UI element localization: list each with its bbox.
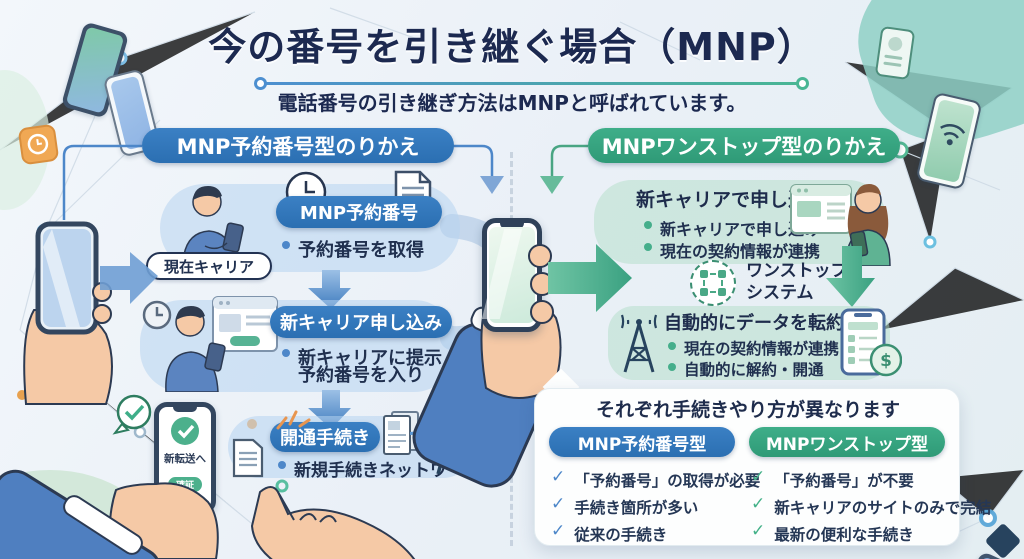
bullet-dot <box>668 342 676 350</box>
radio-tower-icon-small <box>620 314 658 373</box>
pointing-hand-icon <box>250 486 416 559</box>
comparison-item: ✓ 従来の手続き <box>551 523 667 545</box>
wifi-phone-icon <box>915 91 983 191</box>
green-down-arrow <box>826 246 875 307</box>
down-arrow-1 <box>308 270 351 309</box>
step3-title-pill: 開通手続き <box>270 422 380 452</box>
underline-right-dot <box>796 77 809 90</box>
step1-bullet: 予約番号を取得 <box>282 236 424 262</box>
step3-bullet-label: 新規手続きネットワーク <box>294 461 481 481</box>
onestop-type-label: MNPワンストップ型 <box>765 434 929 455</box>
bullet-dot <box>668 363 676 371</box>
check-icon: ✓ <box>751 467 766 487</box>
comparison-item: ✓ 新キャリアのサイトのみで完結 <box>751 496 991 518</box>
step2-bullet-label: 新キャリアに提示 <box>298 348 442 369</box>
comparison-item: ✓ 手続き箇所が多い <box>551 496 698 518</box>
step3-bullet: 新規手続きネットワーク <box>278 456 481 481</box>
auto-box-bullet2-label: 自動的に解約・開通 <box>684 361 824 379</box>
step1-bullet-label: 予約番号を取得 <box>298 240 424 261</box>
reservation-type-pill: MNP予約番号型 <box>549 427 735 457</box>
onestop-label-line2: システム <box>746 283 814 303</box>
comparison-item-label: 従来の手続き <box>574 526 668 544</box>
comparison-item: ✓ 「予約番号」が不要 <box>751 469 914 491</box>
person-icon <box>165 306 226 392</box>
check-icon: ✓ <box>551 467 566 487</box>
step2-bullet2-label: 予約番号を入り <box>298 365 424 386</box>
onestop-type-pill: MNPワンストップ型 <box>749 427 945 457</box>
clock-app-icon <box>17 123 60 166</box>
check-icon: ✓ <box>551 521 566 541</box>
phone-status-text: 新転送へ <box>164 453 206 465</box>
bullet-dot <box>644 221 652 229</box>
green-right-arrow <box>548 244 632 312</box>
current-carrier-badge: 現在キャリア <box>146 252 272 280</box>
apply-box-bullet2-label: 現在の契約情報が連携 <box>660 242 821 261</box>
apply-box-bullet1: 新キャリアで申し込み <box>644 216 820 240</box>
page-title: 今の番号を引き継ぐ場合（MNP） <box>208 25 816 69</box>
apply-box-bullet2: 現在の契約情報が連携 <box>644 238 820 262</box>
comparison-item: ✓ 「予約番号」の取得が必要 <box>551 469 760 491</box>
success-check-icon <box>171 417 199 445</box>
wifi-icon <box>940 124 966 146</box>
apply-box-bullet1-label: 新キャリアで申し込み <box>660 220 821 239</box>
comparison-item-label: 最新の便利な手続き <box>774 526 914 544</box>
step2-bullet: 新キャリアに提示 <box>282 344 442 370</box>
bullet-dot <box>278 461 286 469</box>
right-flow-header-label: MNPワンストップ型のりかえ <box>601 134 887 159</box>
left-hand-phone <box>23 221 113 405</box>
comparison-title: それぞれ手続きやり方が異なります <box>595 399 900 421</box>
step3-title: 開通手続き <box>280 428 370 449</box>
auto-box-bullet1: 現在の契約情報が連携 <box>668 337 839 359</box>
left-flow-header-label: MNP予約番号型のりかえ <box>176 134 420 159</box>
doc-transfer-icon <box>383 411 430 455</box>
current-carrier-label: 現在キャリア <box>163 257 254 276</box>
check-icon: ✓ <box>751 521 766 541</box>
step1-title: MNP予約番号 <box>299 203 419 224</box>
bullet-dot <box>644 243 652 251</box>
reservation-type-label: MNP予約番号型 <box>577 434 707 455</box>
spark-lines-icon <box>276 410 311 430</box>
auto-box-bullet1-label: 現在の契約情報が連携 <box>684 340 840 358</box>
contact-card-icon <box>874 25 916 81</box>
check-icon: ✓ <box>751 494 766 514</box>
auto-box-bullet2: 自動的に解約・開通 <box>668 358 824 380</box>
left-flow-header-pill: MNP予約番号型のりかえ <box>142 128 454 163</box>
bullet-dot <box>282 349 290 357</box>
check-icon: ✓ <box>551 494 566 514</box>
clock-icon <box>142 300 172 330</box>
comparison-card: それぞれ手続きやり方が異なります MNP予約番号型 MNPワンストップ型 ✓ 「… <box>534 388 991 546</box>
browser-window-icon <box>212 296 278 352</box>
currency-glyph: $ <box>880 351 892 371</box>
comparison-item-label: 「予約番号」が不要 <box>774 472 914 490</box>
browser-window-icon <box>790 184 852 234</box>
page-subtitle: 電話番号の引き継ぎ方法はMNPと呼ばれています。 <box>277 91 747 115</box>
title-underline <box>262 82 800 85</box>
onestop-system-icon <box>690 260 736 306</box>
blue-right-arrow <box>100 252 158 304</box>
step1-title-pill: MNP予約番号 <box>276 196 442 228</box>
right-flow-header-pill: MNPワンストップ型のりかえ <box>588 128 900 163</box>
apply-box-title: 新キャリアで申し込み <box>636 189 827 211</box>
step2-title-pill: 新キャリア申し込み <box>270 306 452 338</box>
comparison-item-label: 手続き箇所が多い <box>574 499 699 517</box>
document-icon-small <box>232 438 264 478</box>
underline-left-dot <box>254 77 267 90</box>
comparison-item-label: 「予約番号」の取得が必要 <box>574 472 761 490</box>
comparison-item-label: 新キャリアのサイトのみで完結 <box>774 499 992 517</box>
auto-box-title: 自動的にデータを転約 <box>664 313 844 334</box>
comparison-item: ✓ 最新の便利な手続き <box>751 523 914 545</box>
bullet-dot <box>282 241 290 249</box>
onestop-label-line1: ワンストップ <box>746 261 848 281</box>
check-bubble-icon <box>112 394 152 435</box>
step2-title: 新キャリア申し込み <box>280 313 442 334</box>
money-phone-icon: $ <box>840 308 902 377</box>
